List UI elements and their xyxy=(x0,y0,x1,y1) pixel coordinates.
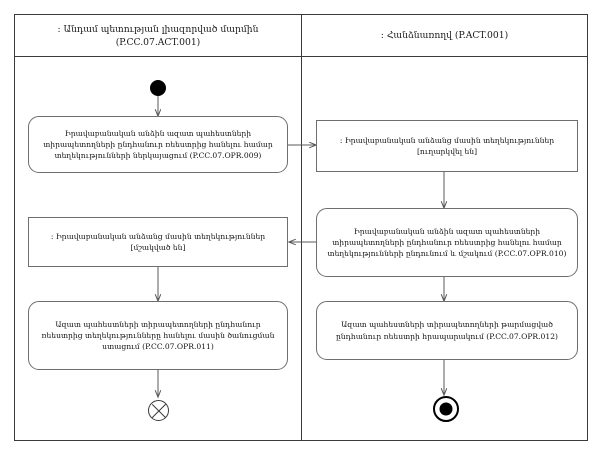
partition-left-title-text: : Անդամ պետության լիազորված մարմին xyxy=(57,23,259,35)
action-node-right-1-label: Իրավաբանական անձին ազատ պահեստների տիրապ… xyxy=(327,226,567,259)
object-node-left-1-label: : Իրավաբանական անձանց մասին տեղեկություն… xyxy=(50,231,266,252)
action-node-right-1[interactable]: Իրավաբանական անձին ազատ պահեստների տիրապ… xyxy=(316,208,578,277)
object-node-right-1[interactable]: : Իրավաբանական անձանց մասին տեղեկություն… xyxy=(316,120,578,172)
partition-left-header: : Անդամ պետության լիազորված մարմին (P.CC… xyxy=(15,15,301,57)
partition-left-title: : Անդամ պետության լիազորված մարմին (P.CC… xyxy=(58,23,259,49)
object-node-left-1[interactable]: : Իրավաբանական անձանց մասին տեղեկություն… xyxy=(28,217,288,267)
flow-final-node[interactable] xyxy=(148,400,169,421)
partition-right-title-text: : Հանձնառողվ (P.ACT.001) xyxy=(380,30,509,41)
action-node-left-1[interactable]: Իրավաբանական անձին ազատ պահեստների տիրապ… xyxy=(28,116,288,173)
action-node-right-2-label: Ազատ պահեստների տիրապետողների թարմացված … xyxy=(335,320,559,341)
partition-left-title-code: (P.CC.07.ACT.001) xyxy=(115,36,201,48)
action-node-right-2[interactable]: Ազատ պահեստների տիրապետողների թարմացված … xyxy=(316,301,578,360)
object-node-right-1-label: : Իրավաբանական անձանց մասին տեղեկություն… xyxy=(339,135,555,156)
initial-node[interactable] xyxy=(150,80,166,96)
activity-final-node[interactable] xyxy=(433,396,459,422)
action-node-left-1-label: Իրավաբանական անձին ազատ պահեստների տիրապ… xyxy=(43,128,273,161)
partition-right-title: : Հանձնառողվ (P.ACT.001) xyxy=(381,29,508,42)
partition-right-header: : Հանձնառողվ (P.ACT.001) xyxy=(302,15,587,57)
action-node-left-2[interactable]: Ազատ պահեստների տիրապետողների ընդհանուր … xyxy=(28,301,288,370)
action-node-left-2-label: Ազատ պահեստների տիրապետողների ընդհանուր … xyxy=(41,319,275,352)
